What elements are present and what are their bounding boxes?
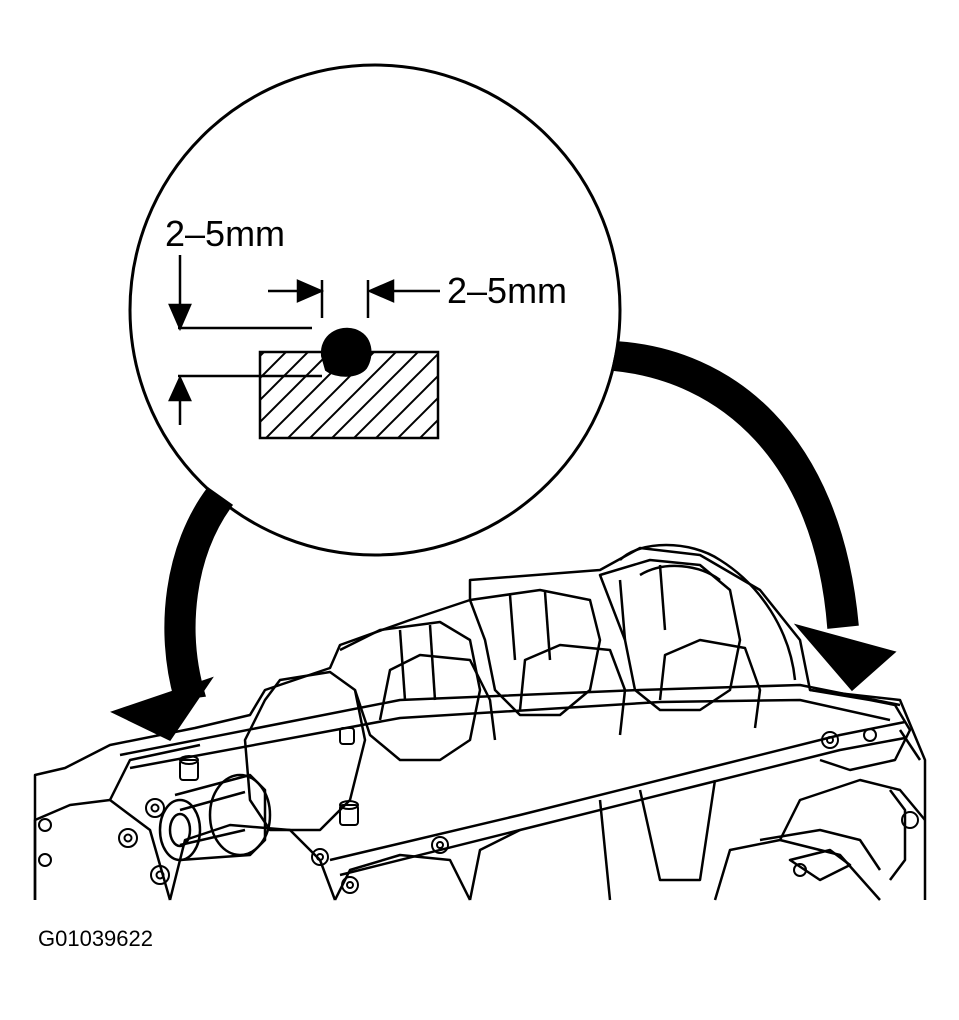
horizontal-dimension <box>268 279 440 318</box>
left-pointer-arrow <box>110 486 234 741</box>
vertical-dimension <box>168 255 322 425</box>
right-pointer-arrow <box>611 341 897 692</box>
engine-block <box>33 543 927 901</box>
detail-magnifier: 2–5mm 2–5mm <box>128 63 622 557</box>
sealant-bead <box>320 327 372 377</box>
figure-code: G01039622 <box>38 926 153 951</box>
vertical-dimension-label: 2–5mm <box>165 213 285 254</box>
horizontal-dimension-label: 2–5mm <box>447 270 567 311</box>
